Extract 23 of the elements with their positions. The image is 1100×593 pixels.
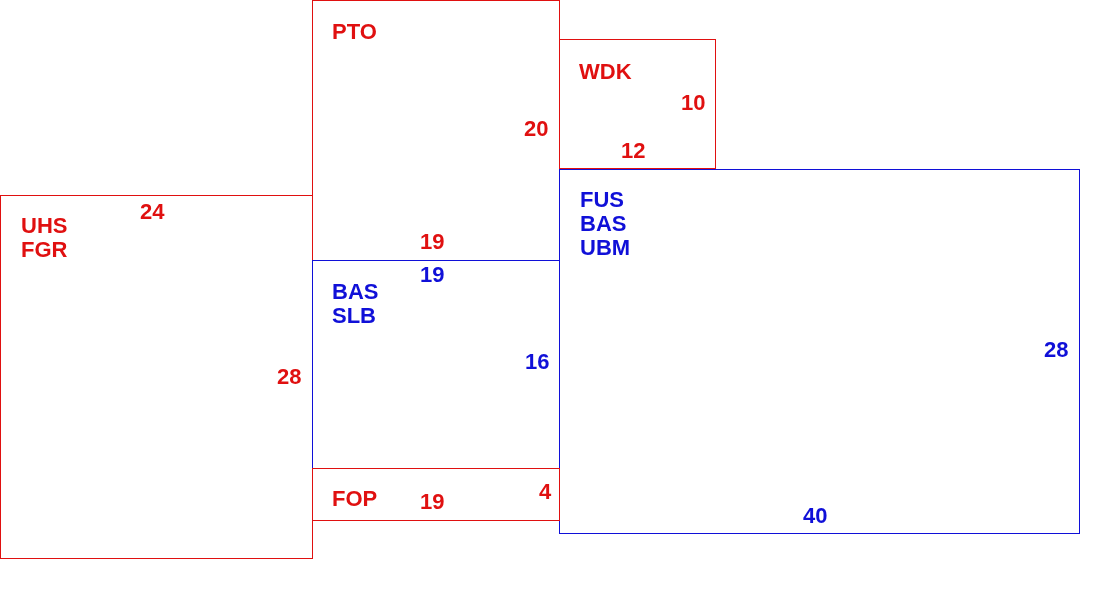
room-label: WDK	[579, 60, 632, 84]
dimension-label: 28	[1044, 338, 1069, 362]
dimension-label: 4	[539, 480, 552, 504]
dimension-label: 10	[681, 91, 706, 115]
dimension-label: 19	[420, 230, 445, 254]
room-label: FUS BAS UBM	[580, 188, 631, 260]
room-outline	[312, 468, 560, 521]
room-label: PTO	[332, 20, 377, 44]
room-label: UHS FGR	[21, 214, 68, 262]
room-outline	[559, 169, 1080, 534]
dimension-label: 19	[420, 490, 445, 514]
dimension-label: 20	[524, 117, 549, 141]
room-outline	[559, 39, 716, 169]
dimension-label: 24	[140, 200, 165, 224]
dimension-label: 12	[621, 139, 646, 163]
dimension-label: 28	[277, 365, 302, 389]
dimension-label: 40	[803, 504, 828, 528]
dimension-label: 16	[525, 350, 550, 374]
dimension-label: 19	[420, 263, 445, 287]
room-outline	[312, 260, 560, 469]
room-label: FOP	[332, 487, 378, 511]
room-label: BAS SLB	[332, 280, 379, 328]
room-outline	[0, 195, 313, 559]
